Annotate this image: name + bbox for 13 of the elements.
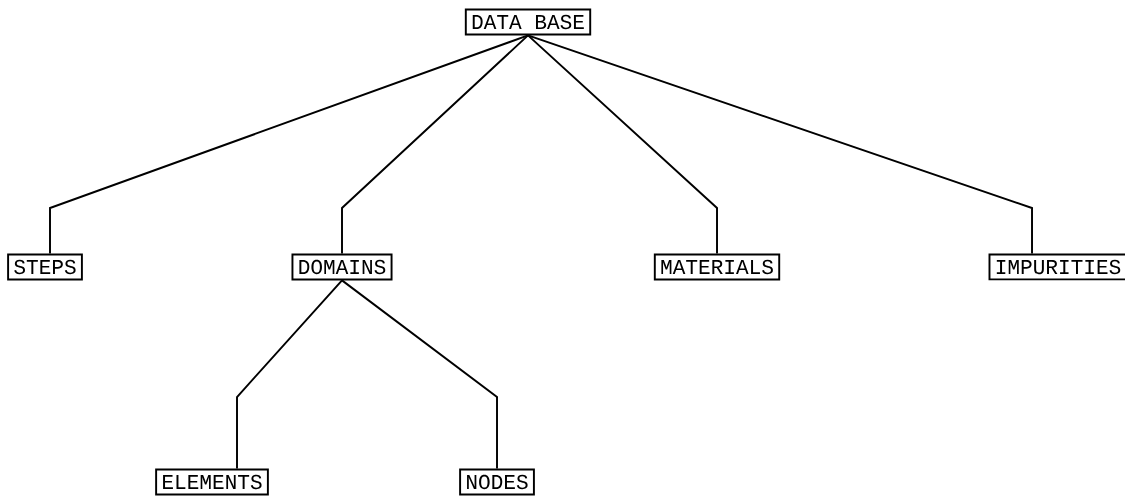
label-box: MATERIALS bbox=[653, 253, 781, 281]
label-box: ELEMENTS bbox=[155, 468, 269, 496]
connector-line bbox=[341, 34, 529, 255]
label-box: DATA BASE bbox=[464, 8, 592, 36]
connector-line bbox=[527, 34, 1033, 255]
connector-line bbox=[341, 279, 498, 470]
connector-line bbox=[527, 34, 718, 255]
label-box: DOMAINS bbox=[291, 253, 393, 281]
label-box: IMPURITIES bbox=[988, 253, 1125, 281]
connector-line bbox=[236, 279, 343, 470]
label-box: STEPS bbox=[7, 253, 83, 281]
connector-line bbox=[49, 34, 529, 255]
label-box: NODES bbox=[459, 468, 535, 496]
